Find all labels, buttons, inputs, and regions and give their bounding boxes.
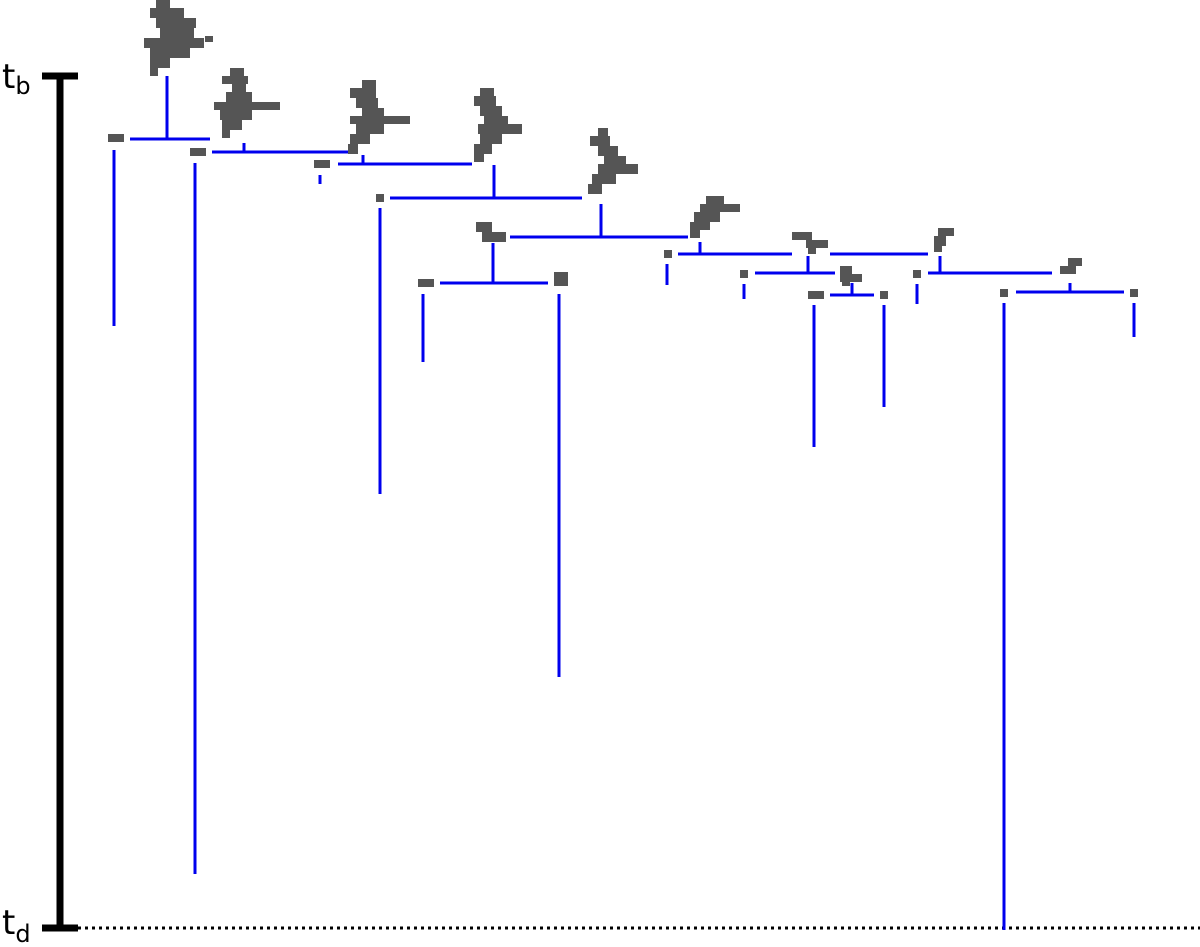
blob-glyph: [1060, 258, 1082, 274]
birth-time-label-sub: b: [15, 72, 30, 100]
leaf-marker: [108, 134, 124, 142]
node-glyphs: [108, 0, 1138, 299]
blob-glyph: [840, 266, 862, 286]
leaf-marker: [554, 272, 568, 286]
death-time-label-sub: d: [15, 920, 30, 947]
blob-glyph: [214, 68, 280, 138]
blob-glyph: [474, 88, 522, 162]
birth-time-label: tb: [2, 57, 31, 100]
birth-time-label-main: t: [2, 57, 15, 97]
merge-tree: [112, 76, 1136, 930]
leaf-marker: [1000, 289, 1008, 297]
time-axis: [42, 72, 78, 932]
leaf-marker: [190, 148, 206, 156]
leaf-marker: [740, 270, 748, 278]
blob-glyph: [690, 196, 740, 238]
leaf-marker: [314, 160, 330, 168]
blob-glyph: [476, 222, 506, 242]
leaf-marker: [808, 291, 824, 299]
blob-glyph: [348, 80, 410, 154]
leaf-marker: [880, 291, 888, 299]
blob-glyph: [144, 0, 213, 76]
death-time-label-main: t: [2, 903, 15, 943]
leaf-marker: [376, 194, 384, 202]
leaf-marker: [664, 250, 672, 258]
leaf-marker: [418, 279, 434, 287]
leaf-marker: [1130, 289, 1138, 297]
death-time-label: td: [2, 903, 31, 947]
leaf-marker: [913, 270, 921, 278]
blob-glyph: [588, 128, 638, 194]
blob-glyph: [934, 228, 954, 252]
blob-glyph: [792, 232, 828, 254]
